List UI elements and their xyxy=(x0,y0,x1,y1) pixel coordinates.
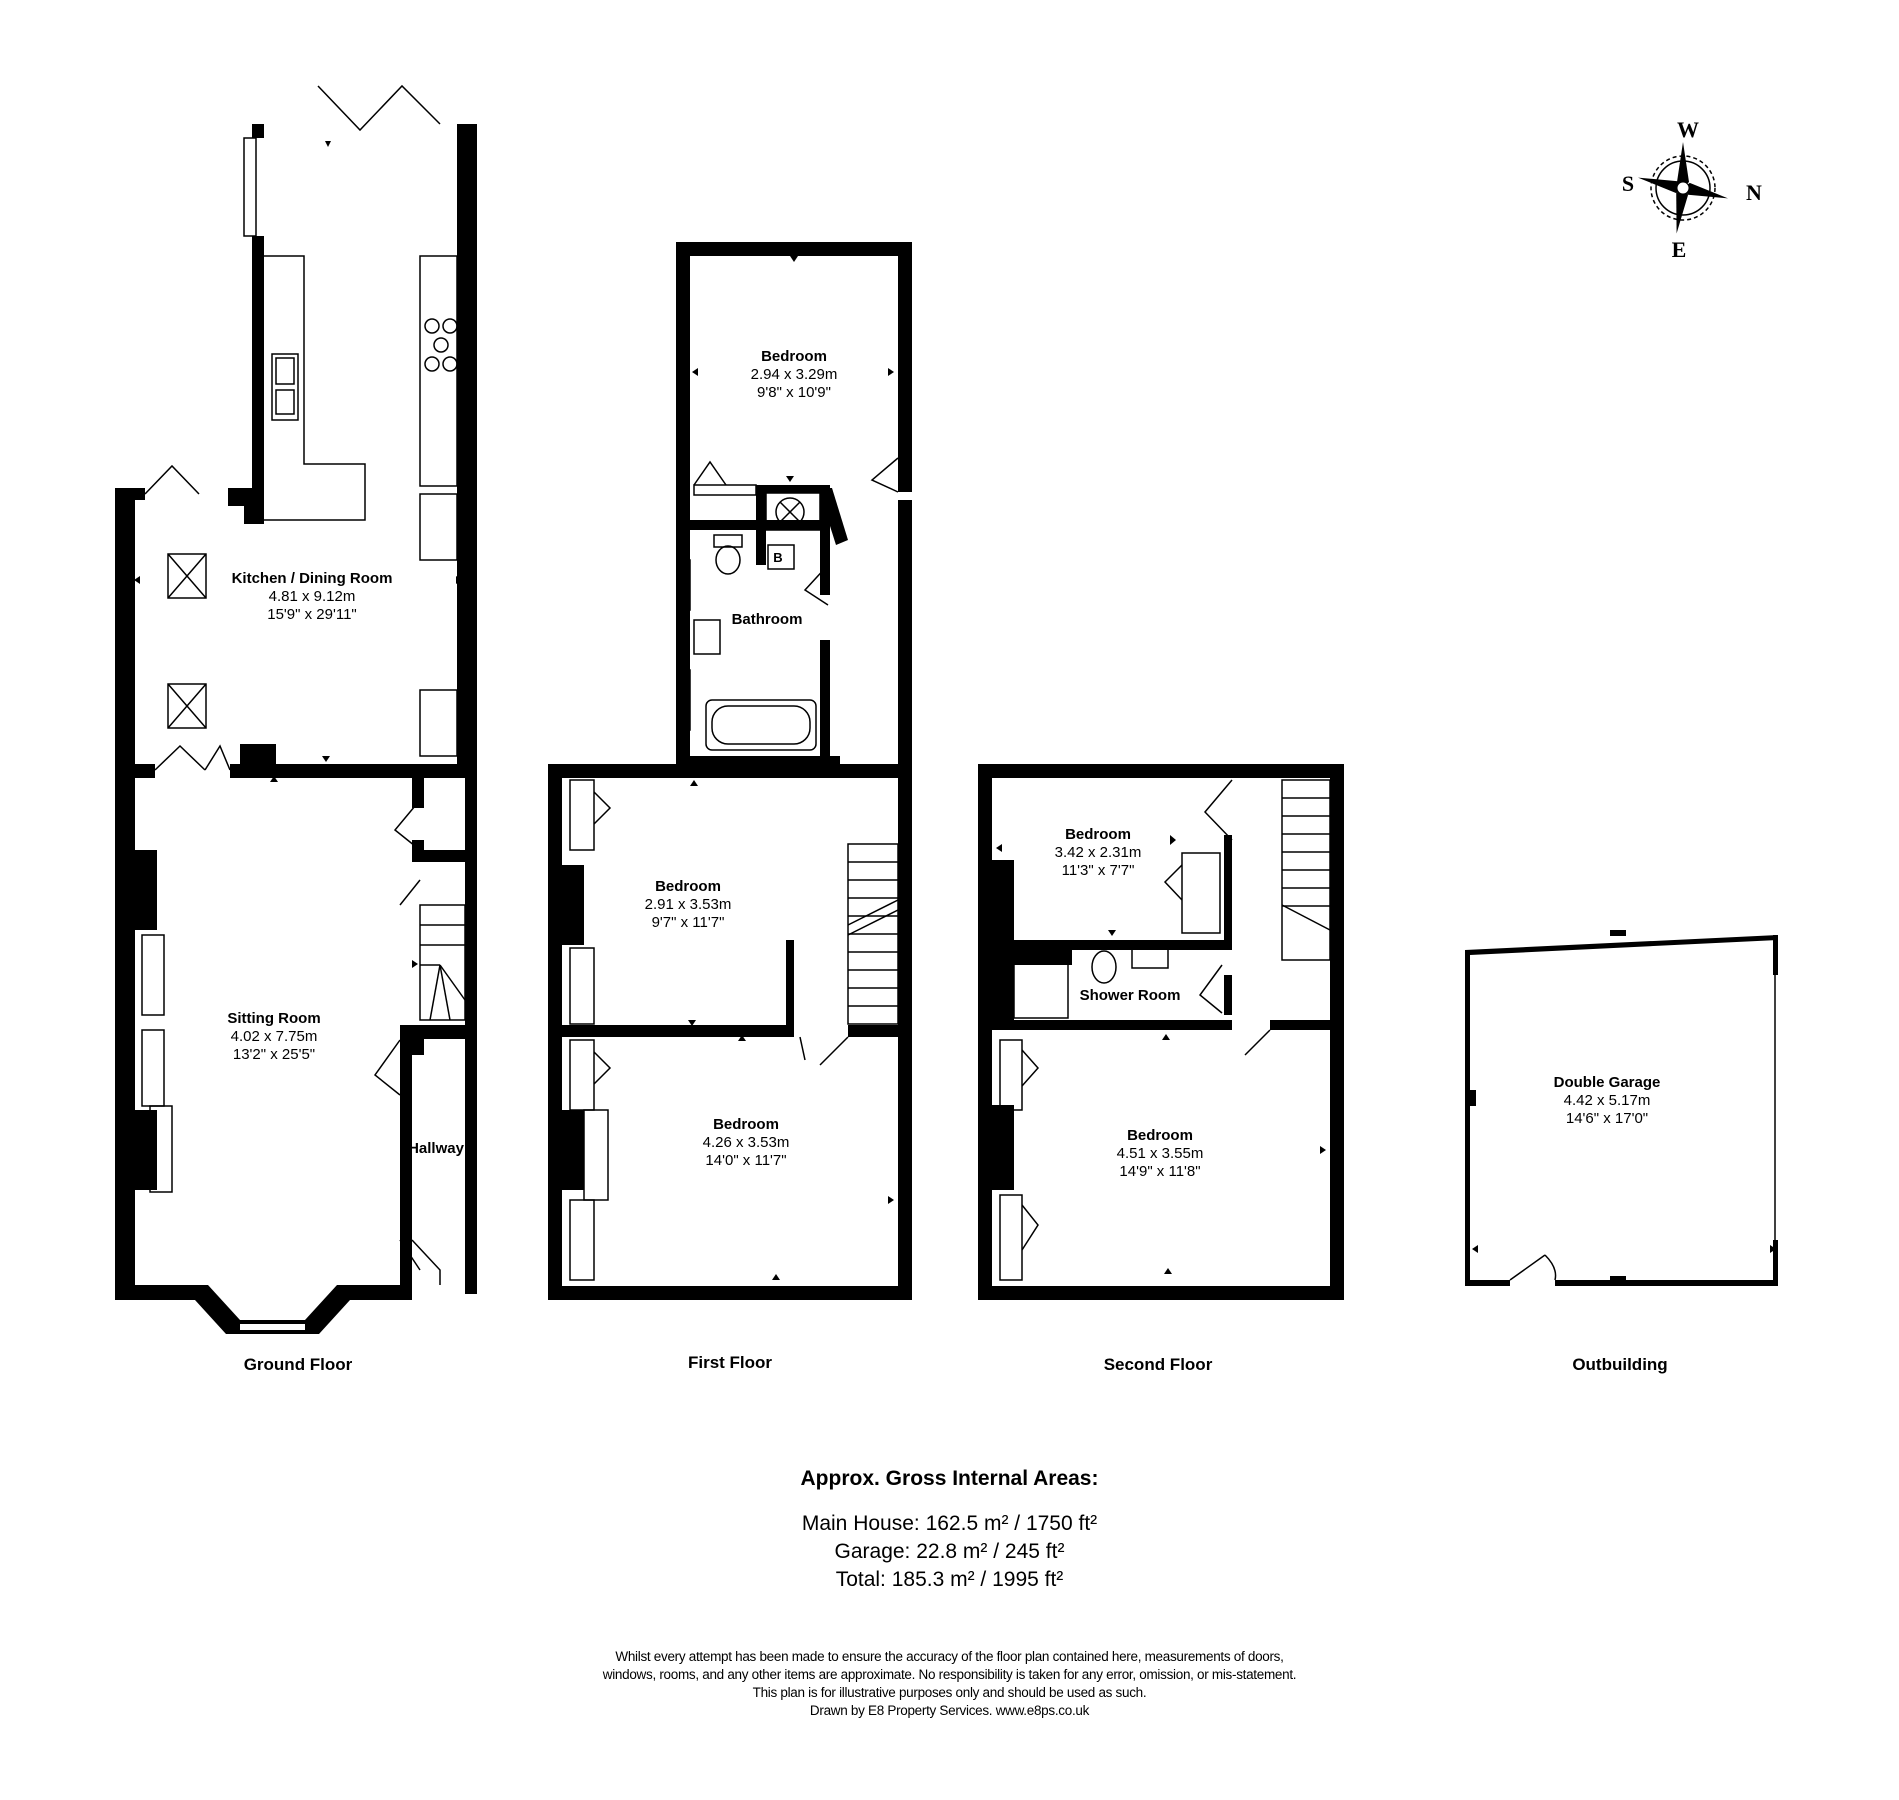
boiler-label: B xyxy=(773,550,783,565)
room-name: Sitting Room xyxy=(227,1010,321,1027)
compass-north-label: N xyxy=(1746,180,1762,205)
room-bedroom-2f-rear: Bedroom 3.42 x 2.31m 11'3" x 7'7" xyxy=(1055,826,1142,880)
room-name: Bedroom xyxy=(1127,1127,1193,1144)
room-imperial: 15'9" x 29'11" xyxy=(267,606,357,623)
floor-label-outbuilding: Outbuilding xyxy=(1572,1355,1668,1374)
room-metric: 4.02 x 7.75m xyxy=(230,1028,318,1045)
floor-label-second: Second Floor xyxy=(1103,1355,1213,1374)
first-floor-walls xyxy=(548,242,912,1300)
floor-label-first: First Floor xyxy=(687,1353,773,1372)
disclaimer-line: windows, rooms, and any other items are … xyxy=(602,1667,1297,1682)
room-metric: 2.94 x 3.29m xyxy=(750,366,838,383)
room-name: Hallway xyxy=(408,1140,464,1157)
room-metric: 4.51 x 3.55m xyxy=(1116,1145,1204,1162)
first-floor-stairs xyxy=(847,843,899,1025)
hob-icon xyxy=(424,318,458,372)
compass-east-label: E xyxy=(1671,237,1687,262)
room-name: Kitchen / Dining Room xyxy=(231,570,393,587)
ground-stairs xyxy=(419,904,466,1021)
room-metric: 3.42 x 2.31m xyxy=(1054,844,1142,861)
area-main-house: Main House: 162.5 m² / 1750 ft² xyxy=(801,1512,1098,1535)
area-garage: Garage: 22.8 m² / 245 ft² xyxy=(834,1540,1065,1563)
disclaimer-line: Whilst every attempt has been made to en… xyxy=(615,1649,1284,1664)
room-bedroom-2f-front: Bedroom 4.51 x 3.55m 14'9" x 11'8" xyxy=(1117,1127,1204,1181)
room-shower-room: Shower Room xyxy=(1080,987,1181,1005)
areas-title: Approx. Gross Internal Areas: xyxy=(800,1467,1099,1490)
bifold-door xyxy=(317,84,441,132)
room-double-garage: Double Garage 4.42 x 5.17m 14'6" x 17'0" xyxy=(1554,1074,1661,1128)
room-imperial: 9'7" x 11'7" xyxy=(651,914,725,931)
disclaimer-credit: Drawn by E8 Property Services. www.e8ps.… xyxy=(809,1703,1090,1718)
compass-rose-icon xyxy=(1638,142,1728,234)
room-imperial: 9'8" x 10'9" xyxy=(757,384,831,401)
room-name: Bedroom xyxy=(713,1116,779,1133)
room-kitchen-dining: Kitchen / Dining Room 4.81 x 9.12m 15'9"… xyxy=(232,570,393,624)
outbuilding-walls xyxy=(1465,930,1778,1286)
room-imperial: 14'6" x 17'0" xyxy=(1565,1110,1649,1127)
compass-west-label: W xyxy=(1677,117,1699,142)
room-name: Bedroom xyxy=(655,878,721,895)
room-name: Double Garage xyxy=(1553,1074,1661,1091)
floor-label-ground: Ground Floor xyxy=(243,1355,353,1374)
room-name: Bedroom xyxy=(1065,826,1131,843)
room-bedroom-1f-front: Bedroom 4.26 x 3.53m 14'0" x 11'7" xyxy=(703,1116,790,1170)
second-floor-walls xyxy=(978,764,1344,1300)
room-name: Shower Room xyxy=(1079,987,1181,1004)
room-metric: 2.91 x 3.53m xyxy=(644,896,732,913)
room-metric: 4.26 x 3.53m xyxy=(702,1134,790,1151)
compass-south-label: S xyxy=(1621,171,1635,196)
areas-summary: Main House: 162.5 m² / 1750 ft² Garage: … xyxy=(802,1510,1097,1594)
disclaimer: Whilst every attempt has been made to en… xyxy=(602,1648,1297,1720)
sink-icon xyxy=(271,353,299,421)
room-imperial: 13'2" x 25'5" xyxy=(232,1046,316,1063)
second-floor-stairs xyxy=(1281,779,1331,961)
room-name: Bathroom xyxy=(731,611,803,628)
room-imperial: 11'3" x 7'7" xyxy=(1061,862,1135,879)
disclaimer-line: This plan is for illustrative purposes o… xyxy=(752,1685,1147,1700)
room-imperial: 14'9" x 11'8" xyxy=(1119,1163,1201,1180)
room-sitting-room: Sitting Room 4.02 x 7.75m 13'2" x 25'5" xyxy=(227,1010,320,1064)
room-imperial: 14'0" x 11'7" xyxy=(705,1152,787,1169)
room-metric: 4.42 x 5.17m xyxy=(1563,1092,1651,1109)
room-metric: 4.81 x 9.12m xyxy=(268,588,356,605)
skylight-icon xyxy=(167,553,207,729)
room-bedroom-1f-rear: Bedroom 2.94 x 3.29m 9'8" x 10'9" xyxy=(751,348,838,402)
room-name: Bedroom xyxy=(761,348,827,365)
room-bathroom: Bathroom xyxy=(732,611,803,629)
area-total: Total: 185.3 m² / 1995 ft² xyxy=(835,1568,1064,1591)
room-hallway: Hallway xyxy=(408,1140,464,1158)
ground-floor-walls xyxy=(115,124,477,1334)
room-bedroom-1f-middle: Bedroom 2.91 x 3.53m 9'7" x 11'7" xyxy=(645,878,732,932)
